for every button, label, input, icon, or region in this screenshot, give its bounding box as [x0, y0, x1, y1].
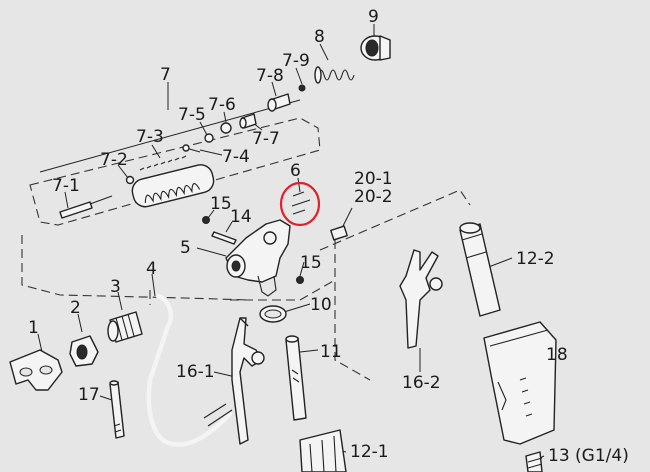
part-9-nut: [360, 35, 391, 61]
label-14: 14: [230, 207, 252, 227]
label-11: 11: [320, 342, 342, 362]
label-17: 17: [78, 385, 100, 405]
label-7-4: 7-4: [222, 147, 250, 167]
part-5-gun-head: [225, 219, 291, 297]
leader-4: [151, 273, 156, 297]
leader-15b: [299, 261, 305, 277]
label-16-2: 16-2: [402, 373, 441, 393]
part-7-6-washer: [220, 122, 232, 134]
part-8-spring: [314, 66, 355, 84]
callout-labels: 9 8 7-9 7-8 7 7-6 7-5 7-7 7-3 7-4 7-2 7-…: [28, 7, 629, 466]
part-10-oring: [259, 305, 287, 323]
label-8: 8: [314, 27, 325, 47]
leader-15a: [207, 209, 215, 219]
leader-3: [117, 291, 123, 311]
leader-17: [99, 395, 113, 401]
part-7-4-pin: [182, 144, 201, 153]
part-7-7-nut: [239, 113, 257, 129]
part-3-filter-nut: [107, 311, 143, 343]
part-1-swivel-clip: [9, 349, 63, 391]
part-2-nut: [69, 335, 99, 367]
part-20-seal: [330, 225, 348, 241]
leader-7-4: [199, 149, 223, 156]
leader-8: [319, 43, 329, 61]
part-14-pin: [211, 231, 237, 245]
label-4: 4: [146, 259, 157, 279]
leader-14: [225, 221, 233, 233]
label-7-5: 7-5: [178, 105, 206, 125]
label-10: 10: [310, 295, 332, 315]
leader-7-1: [64, 191, 69, 209]
leader-7-5: [199, 121, 208, 136]
part-6-pin-set: [279, 181, 321, 227]
leader-7-6: [223, 111, 227, 123]
leader-7-8: [271, 81, 277, 97]
leader-7-9: [295, 67, 303, 85]
label-7-9: 7-9: [282, 51, 310, 71]
part-7-2-washer: [125, 175, 135, 185]
label-13: 13 (G1/4): [548, 446, 629, 466]
label-20-2: 20-2: [354, 187, 393, 207]
label-12-2: 12-2: [516, 249, 555, 269]
label-7-1: 7-1: [52, 176, 80, 196]
part-7-9-ball: [298, 84, 306, 92]
part-13-fitting: [525, 451, 543, 472]
leader-10: [283, 303, 311, 313]
label-18: 18: [546, 345, 568, 365]
label-7-7: 7-7: [252, 129, 280, 149]
label-20-1: 20-1: [354, 169, 393, 189]
label-3: 3: [110, 277, 121, 297]
label-7-6: 7-6: [208, 95, 236, 115]
leader-2: [77, 313, 83, 333]
label-6: 6: [290, 161, 301, 181]
part-17-filter: [109, 380, 125, 439]
leader-5: [196, 247, 227, 257]
label-9: 9: [368, 7, 379, 27]
part-16-2-trigger: [399, 249, 443, 349]
part-7-8-seat: [267, 93, 291, 112]
part-12-2-handle: [459, 222, 501, 317]
leader-20: [341, 207, 353, 229]
label-7-2: 7-2: [100, 150, 128, 170]
label-16-1: 16-1: [176, 362, 215, 382]
label-15b: 15: [300, 253, 322, 273]
part-7-1-needle: [59, 195, 113, 219]
part-11-tube: [285, 335, 307, 421]
assembly-outline: [21, 117, 471, 381]
leader-7-3: [151, 144, 161, 159]
part-7-5-oring: [204, 133, 214, 143]
label-7: 7: [160, 65, 171, 85]
label-7-8: 7-8: [256, 66, 284, 86]
label-7-3: 7-3: [136, 127, 164, 147]
gun-body-outline: [21, 189, 471, 381]
label-15a: 15: [210, 194, 232, 214]
leader-7: [39, 82, 301, 173]
part-18-grip: [483, 321, 557, 445]
leader-1: [37, 333, 43, 353]
part-16-1-trigger: [231, 317, 265, 445]
label-2: 2: [70, 298, 81, 318]
highlight-circle: [279, 181, 321, 227]
leader-11: [299, 349, 319, 353]
leader-6: [297, 177, 301, 193]
part-12-1-handle: [299, 429, 347, 472]
part-15-screw-a: [202, 216, 210, 224]
leader-7-2: [117, 164, 129, 179]
part-15-screw-b: [296, 276, 304, 284]
label-1: 1: [28, 318, 39, 338]
label-5: 5: [180, 238, 191, 258]
part-4-trigger-guard: [146, 293, 233, 447]
part-7-3-packings: [131, 155, 215, 208]
label-12-1: 12-1: [350, 442, 389, 462]
